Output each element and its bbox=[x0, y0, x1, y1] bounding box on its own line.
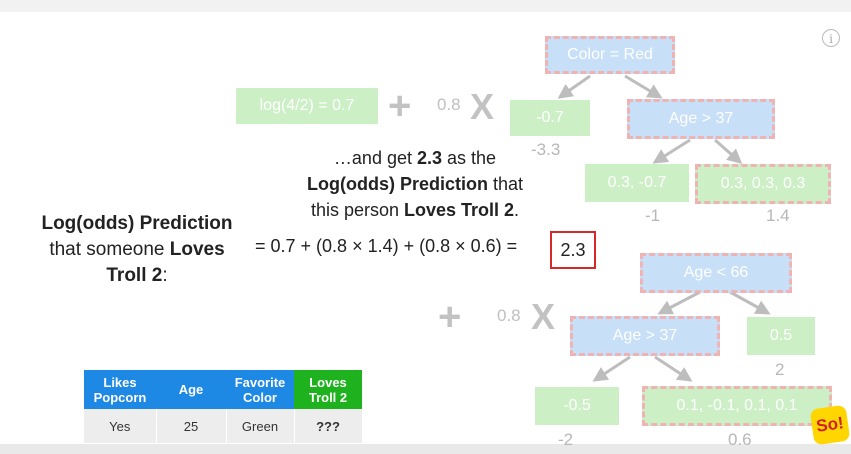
header-likes-popcorn: Likes Popcorn bbox=[84, 370, 156, 409]
header-loves-troll-2: Loves Troll 2 bbox=[294, 370, 362, 409]
tree1-leaf-right-value: 1.4 bbox=[766, 206, 790, 225]
edge bbox=[714, 138, 743, 164]
tree2-leaf-mid: 0.1, -0.1, 0.1, 0.1 bbox=[642, 386, 832, 426]
tree1-leaf-mid: 0.3, -0.7 bbox=[585, 164, 689, 202]
prediction-note: …and get 2.3 as the Log(odds) Prediction… bbox=[306, 148, 523, 220]
tree2-leaf-right: 0.5 bbox=[747, 317, 815, 355]
plus-sign-2: + bbox=[438, 295, 462, 339]
tree1-root-node: Color = Red bbox=[545, 36, 675, 74]
edge bbox=[652, 138, 691, 164]
info-icon[interactable]: i bbox=[822, 29, 840, 47]
cell-loves-troll-2: ??? bbox=[294, 409, 363, 443]
top-bar bbox=[0, 0, 851, 12]
plus-sign: + bbox=[388, 84, 412, 128]
edge bbox=[654, 355, 693, 382]
tree2-age-split-node: Age > 37 bbox=[570, 316, 720, 356]
answer-box: 2.3 bbox=[550, 231, 596, 269]
learning-rate: 0.8 bbox=[437, 95, 461, 114]
cell-age: 25 bbox=[156, 409, 227, 443]
cell-likes-popcorn: Yes bbox=[84, 409, 157, 443]
prediction-equation: = 0.7 + (0.8 × 1.4) + (0.8 × 0.6) = bbox=[255, 236, 518, 256]
tree2-leaf-mid-value: 0.6 bbox=[728, 430, 752, 449]
channel-logo[interactable]: So! bbox=[809, 404, 851, 446]
tree2-leaf-right-value: 2 bbox=[775, 360, 785, 379]
edge bbox=[657, 290, 701, 315]
tree1-leaf-left-value: -3.3 bbox=[531, 140, 561, 159]
edge bbox=[557, 74, 591, 99]
table-row: Yes 25 Green ??? bbox=[84, 409, 363, 443]
edge bbox=[592, 355, 631, 382]
learning-rate-2: 0.8 bbox=[497, 306, 521, 325]
cell-favorite-color: Green bbox=[226, 409, 295, 443]
initial-prediction-node: log(4/2) = 0.7 bbox=[236, 88, 378, 124]
multiply-sign: X bbox=[470, 86, 495, 127]
edge bbox=[729, 290, 771, 315]
sample-table: Likes Popcorn Age Favorite Color Loves T… bbox=[84, 370, 363, 443]
header-favorite-color: Favorite Color bbox=[226, 370, 294, 409]
tree2-leaf-left: -0.5 bbox=[535, 387, 619, 425]
prediction-question: Log(odds) Prediction that someone Loves … bbox=[41, 213, 233, 286]
tree2-root-node: Age < 66 bbox=[640, 253, 792, 293]
tree1-leaf-left: -0.7 bbox=[510, 100, 590, 136]
tree2-leaf-left-value: -2 bbox=[558, 430, 574, 449]
multiply-sign-2: X bbox=[531, 296, 556, 337]
tree1-leaf-right: 0.3, 0.3, 0.3 bbox=[695, 164, 831, 204]
tree1-age-split-node: Age > 37 bbox=[627, 99, 775, 139]
bottom-bar bbox=[0, 444, 851, 454]
edge bbox=[624, 74, 663, 99]
header-age: Age bbox=[156, 370, 226, 409]
tree1-leaf-mid-value: -1 bbox=[645, 206, 661, 225]
